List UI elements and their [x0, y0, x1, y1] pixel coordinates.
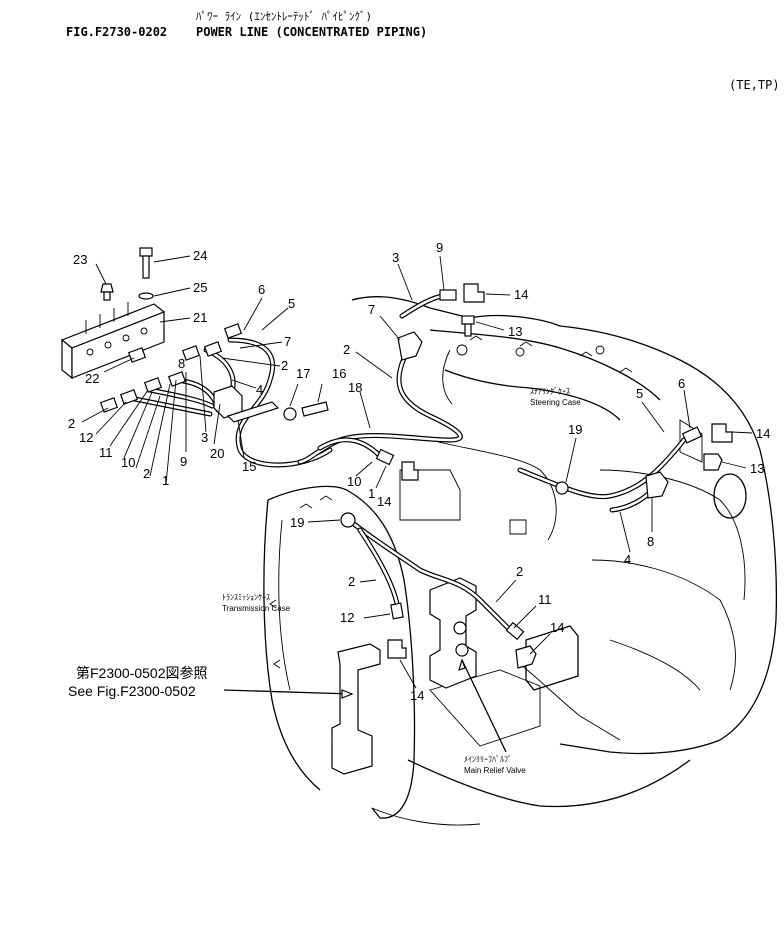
fittings-top-left [100, 247, 154, 301]
callout-20: 20 [210, 446, 224, 461]
main-relief-valve [429, 577, 477, 689]
callout-1: 1 [162, 473, 169, 488]
figure-title: POWER LINE (CONCENTRATED PIPING) [196, 25, 428, 39]
callout-6: 6 [678, 376, 685, 391]
callout-15: 15 [242, 459, 256, 474]
steering-case-label: Steering Case [530, 398, 581, 407]
callout-19: 19 [568, 422, 582, 437]
callout-14: 14 [514, 287, 528, 302]
see-figure-reference-jp: 第F2300-0502図参照 [76, 665, 208, 681]
callout-2: 2 [348, 574, 355, 589]
callout-14: 14 [410, 688, 424, 703]
transmission-case-label: Transmission Case [222, 604, 291, 613]
steering-case-label-jp: ｽﾃｱﾘﾝｸﾞｹｰｽ [530, 387, 570, 396]
callout-2: 2 [343, 342, 350, 357]
leader-lines [81, 255, 753, 753]
callout-2: 2 [281, 358, 288, 373]
applicable-models: (TE,TP) [729, 78, 780, 92]
callout-21: 21 [193, 310, 207, 325]
callout-19: 19 [290, 515, 304, 530]
hose-fittings [99, 283, 733, 669]
transmission-case-outline [263, 485, 691, 826]
callout-9: 9 [180, 454, 187, 469]
steering-case-outline [351, 296, 778, 755]
callout-11: 11 [99, 445, 113, 460]
callout-4: 4 [256, 382, 263, 397]
callout-11: 11 [538, 592, 552, 607]
callout-22: 22 [85, 371, 99, 386]
callout-14: 14 [377, 494, 391, 509]
callout-7: 7 [368, 302, 375, 317]
main-relief-valve-label-jp: ﾒｲﾝﾘﾘｰﾌﾊﾞﾙﾌﾞ [464, 755, 512, 764]
callout-numbers: 23 24 25 21 22 6 5 7 2 8 4 2 12 11 10 2 … [68, 240, 770, 703]
callout-5: 5 [288, 296, 295, 311]
callout-1: 1 [368, 486, 375, 501]
callout-14: 14 [550, 620, 564, 635]
callout-17: 17 [296, 366, 310, 381]
callout-9: 9 [436, 240, 443, 255]
callout-5: 5 [636, 386, 643, 401]
see-figure-reference: See Fig.F2300-0502 [68, 683, 196, 699]
callout-12: 12 [79, 430, 93, 445]
callout-10: 10 [121, 455, 135, 470]
callout-23: 23 [73, 252, 87, 267]
callout-7: 7 [284, 334, 291, 349]
callout-3: 3 [201, 430, 208, 445]
manifold-block [60, 302, 166, 380]
callout-8: 8 [178, 356, 185, 371]
figure-number: FIG.F2730-0202 [66, 25, 168, 39]
callout-2: 2 [68, 416, 75, 431]
callout-16: 16 [332, 366, 346, 381]
callout-8: 8 [647, 534, 654, 549]
japanese-title: ﾊﾟﾜｰ ﾗｲﾝ (ｴﾝｾﾝﾄﾚｰﾃｯﾄﾞ ﾊﾟｲﾋﾟﾝｸﾞ) [196, 10, 373, 23]
callout-6: 6 [258, 282, 265, 297]
transmission-case-label-jp: ﾄﾗﾝｽﾐｯｼｮﾝｹｰｽ [222, 593, 270, 602]
callout-10: 10 [347, 474, 361, 489]
callout-12: 12 [340, 610, 354, 625]
callout-3: 3 [392, 250, 399, 265]
callout-25: 25 [193, 280, 207, 295]
main-relief-valve-label: Main Relief Valve [464, 766, 526, 775]
callout-4: 4 [624, 552, 631, 567]
callout-13: 13 [750, 461, 764, 476]
callout-14: 14 [756, 426, 770, 441]
callout-2: 2 [143, 466, 150, 481]
callout-2: 2 [516, 564, 523, 579]
callout-13: 13 [508, 324, 522, 339]
callout-18: 18 [348, 380, 362, 395]
callout-24: 24 [193, 248, 207, 263]
